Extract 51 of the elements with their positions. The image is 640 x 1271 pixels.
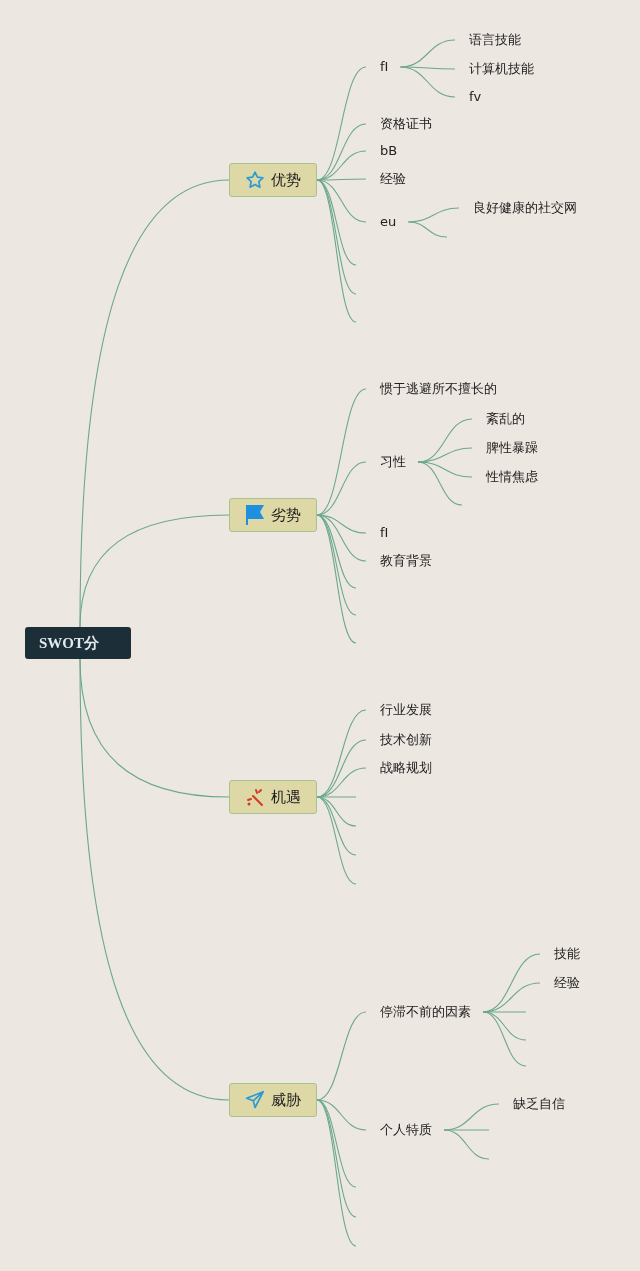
branch-line — [417, 447, 473, 463]
branch-line — [316, 179, 357, 323]
subtopic-text: fI — [366, 58, 401, 76]
branch-line — [443, 1129, 490, 1131]
subtopic-text: 技术创新 — [366, 731, 444, 749]
main-branch-box — [229, 780, 317, 814]
subtopic-text: eu — [366, 213, 409, 231]
branch-line — [443, 1129, 490, 1160]
subtopic-text: 个人特质 — [366, 1121, 444, 1139]
branch-line — [316, 796, 357, 885]
subtopic-text: 经验 — [366, 170, 418, 188]
subtopic-text: 停滞不前的因素 — [366, 1003, 483, 1021]
branch-line — [79, 658, 230, 1101]
branch-line — [316, 1011, 367, 1101]
branch-title: 劣势 — [271, 505, 301, 525]
subtopic-text: 战略规划 — [366, 759, 444, 777]
subtopic-text: 行业发展 — [366, 701, 444, 719]
branch-line — [316, 514, 357, 644]
subtopic-text: 计算机技能 — [455, 60, 546, 78]
subtopic-text: 良好健康的社交网 — [459, 199, 589, 217]
branch-line — [407, 221, 448, 238]
subtopic-text: 紊乱的 — [472, 410, 537, 428]
subtopic-text: 技能 — [540, 945, 592, 963]
subtopic-text: 资格证书 — [366, 115, 444, 133]
branch-line — [417, 461, 473, 478]
branch-line — [316, 1099, 367, 1131]
subtopic-text: 性情焦虑 — [472, 468, 550, 486]
subtopic-text: 教育背景 — [366, 552, 444, 570]
subtopic-text: 习性 — [366, 453, 418, 471]
subtopic-text: 语言技能 — [455, 31, 533, 49]
branch-title: 威胁 — [271, 1090, 301, 1110]
branch-line — [79, 514, 230, 628]
subtopic-text: 脾性暴躁 — [472, 439, 550, 457]
branch-line — [407, 207, 460, 223]
main-branch-box — [229, 1083, 317, 1117]
subtopic-text: 经验 — [540, 974, 592, 992]
branch-line — [399, 66, 456, 98]
subtopic-text: fI — [366, 524, 401, 542]
main-branch-box — [229, 163, 317, 197]
branch-title: 优势 — [271, 170, 301, 190]
branch-line — [482, 1011, 527, 1041]
subtopic-text: fv — [455, 88, 494, 106]
subtopic-text: 缺乏自信 — [499, 1095, 577, 1113]
subtopic-text: bB — [366, 142, 410, 160]
branch-line — [316, 1099, 357, 1247]
branch-line — [482, 1011, 527, 1067]
main-branch-box — [229, 498, 317, 532]
central-topic: SWOT分 — [25, 627, 131, 659]
branch-line — [417, 461, 463, 506]
branch-title: 机遇 — [271, 787, 301, 807]
subtopic-text: 惯于逃避所不擅长的 — [366, 380, 509, 398]
